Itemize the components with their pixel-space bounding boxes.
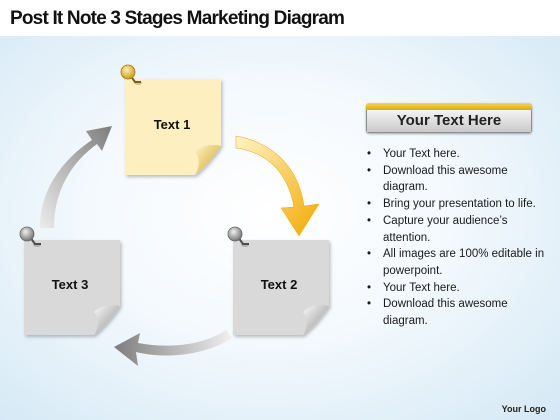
note-3: [24, 240, 120, 335]
header-accent-bar: [366, 103, 532, 110]
list-item: Your Text here.: [365, 146, 547, 163]
note-1: [125, 79, 221, 175]
list-item: Capture your audience’s attention.: [365, 213, 547, 246]
note-3-label: Text 3: [51, 277, 89, 292]
arrow-2-to-3: [114, 330, 232, 366]
note-2-label: Text 2: [260, 277, 298, 292]
note-1-label: Text 1: [153, 117, 191, 132]
pin-icon: [19, 226, 41, 247]
list-item: All images are 100% editable in powerpoi…: [365, 246, 547, 279]
panel-header: Your Text Here: [366, 103, 532, 133]
list-item: Download this awesome diagram.: [365, 163, 547, 196]
logo: Your Logo: [501, 404, 546, 414]
list-item: Your Text here.: [365, 280, 547, 297]
arrow-1-to-2: [235, 135, 320, 237]
list-item: Bring your presentation to life.: [365, 196, 547, 213]
page-title: Post It Note 3 Stages Marketing Diagram: [10, 8, 345, 29]
list-item: Download this awesome diagram.: [365, 296, 547, 329]
note-2: [233, 240, 329, 335]
arrow-3-to-1: [40, 126, 112, 228]
pin-icon: [227, 226, 249, 247]
panel-header-label: Your Text Here: [366, 110, 532, 133]
bullet-list: Your Text here. Download this awesome di…: [365, 146, 547, 330]
pin-icon: [120, 64, 142, 85]
